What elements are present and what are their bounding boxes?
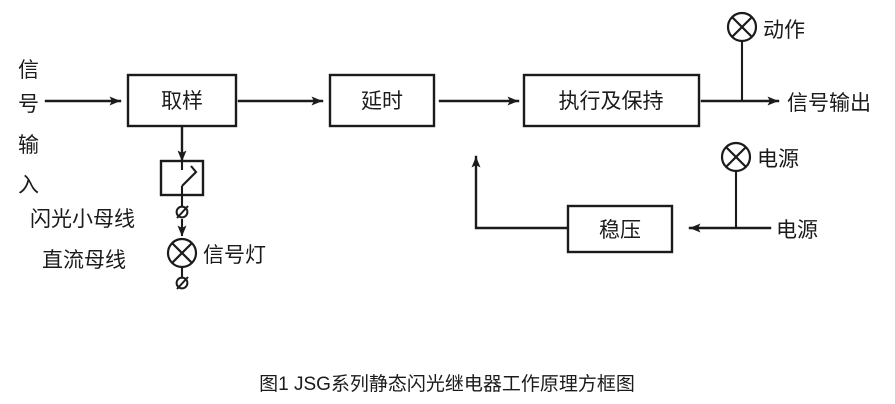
block-sampling[interactable]: 取样	[126, 73, 238, 128]
action-lamp-label: 动作	[763, 19, 805, 42]
input-label-vertical: 信 号 输 入	[18, 59, 39, 197]
block-execute-and-hold-label: 执行及保持	[559, 90, 664, 113]
dc-bus-label: 直流母线	[42, 249, 126, 272]
power-lamp-icon	[720, 141, 752, 173]
power-input-label: 电源	[776, 219, 818, 242]
connector-regulator-feedback-to-execute	[471, 155, 568, 230]
power-lamp-label: 电源	[757, 148, 799, 171]
block-sampling-label: 取样	[161, 90, 203, 113]
input-label-char-2: 号	[18, 93, 39, 116]
figure-caption: 图1 JSG系列静态闪光继电器工作原理方框图	[259, 373, 635, 395]
input-label-char-4: 入	[18, 174, 39, 197]
block-voltage-regulator[interactable]: 稳压	[566, 204, 674, 254]
signal-lamp-icon	[166, 237, 198, 269]
input-label-char-3: 输	[18, 134, 39, 157]
block-delay-label: 延时	[361, 90, 403, 113]
signal-lamp-label: 信号灯	[203, 244, 266, 267]
block-delay[interactable]: 延时	[328, 73, 436, 128]
input-label-char-1: 信	[18, 59, 39, 82]
action-lamp-icon	[726, 11, 758, 43]
terminal-icon-lower	[175, 276, 189, 290]
relay-contact-icon	[159, 159, 205, 197]
terminal-icon-upper	[175, 205, 189, 219]
block-execute-and-hold[interactable]: 执行及保持	[522, 73, 701, 128]
flash-bus-label: 闪光小母线	[30, 208, 135, 231]
signal-output-label: 信号输出	[787, 92, 871, 115]
block-voltage-regulator-label: 稳压	[599, 219, 641, 242]
